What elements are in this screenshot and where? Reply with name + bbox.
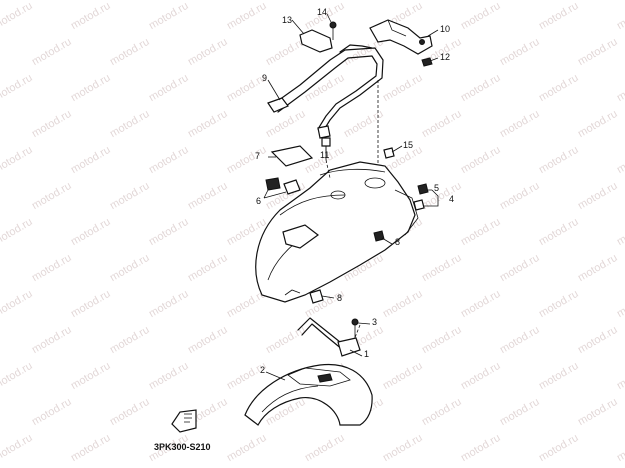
callout-1: 1 [364,349,370,359]
callout-3: 3 [372,317,378,327]
callout-6: 6 [256,196,262,206]
rear-fender [255,161,419,303]
damper-parts [265,177,301,195]
nut-15 [383,147,395,159]
callout-4: 4 [449,194,455,204]
grab-bar [267,44,384,139]
callout-14: 14 [317,7,328,17]
bolt-8-upper [373,230,385,242]
bolt-8-lower [309,289,324,304]
callout-7: 7 [255,151,261,161]
callout-15: 15 [403,140,414,150]
diagram-code: 3PK300-S210 [154,442,211,452]
callout-8-upper: 8 [395,237,401,247]
small-tag-part [171,409,197,433]
callout-2: 2 [260,365,266,375]
plate-bracket [299,21,337,53]
callout-5: 5 [434,183,440,193]
front-fender [244,363,373,426]
callout-9: 9 [262,73,268,83]
fender-stay [297,317,361,357]
leader-lines [263,13,439,381]
callout-13: 13 [282,15,293,25]
bolt-12 [421,57,433,67]
nuts-5 [413,183,429,211]
callout-8-lower: 8 [337,293,343,303]
callout-12: 12 [440,52,451,62]
callout-11: 11 [320,150,330,160]
rubber-plate [270,145,314,167]
bolt-11 [321,137,331,160]
callout-10: 10 [440,24,451,34]
mounting-bracket [369,19,433,55]
